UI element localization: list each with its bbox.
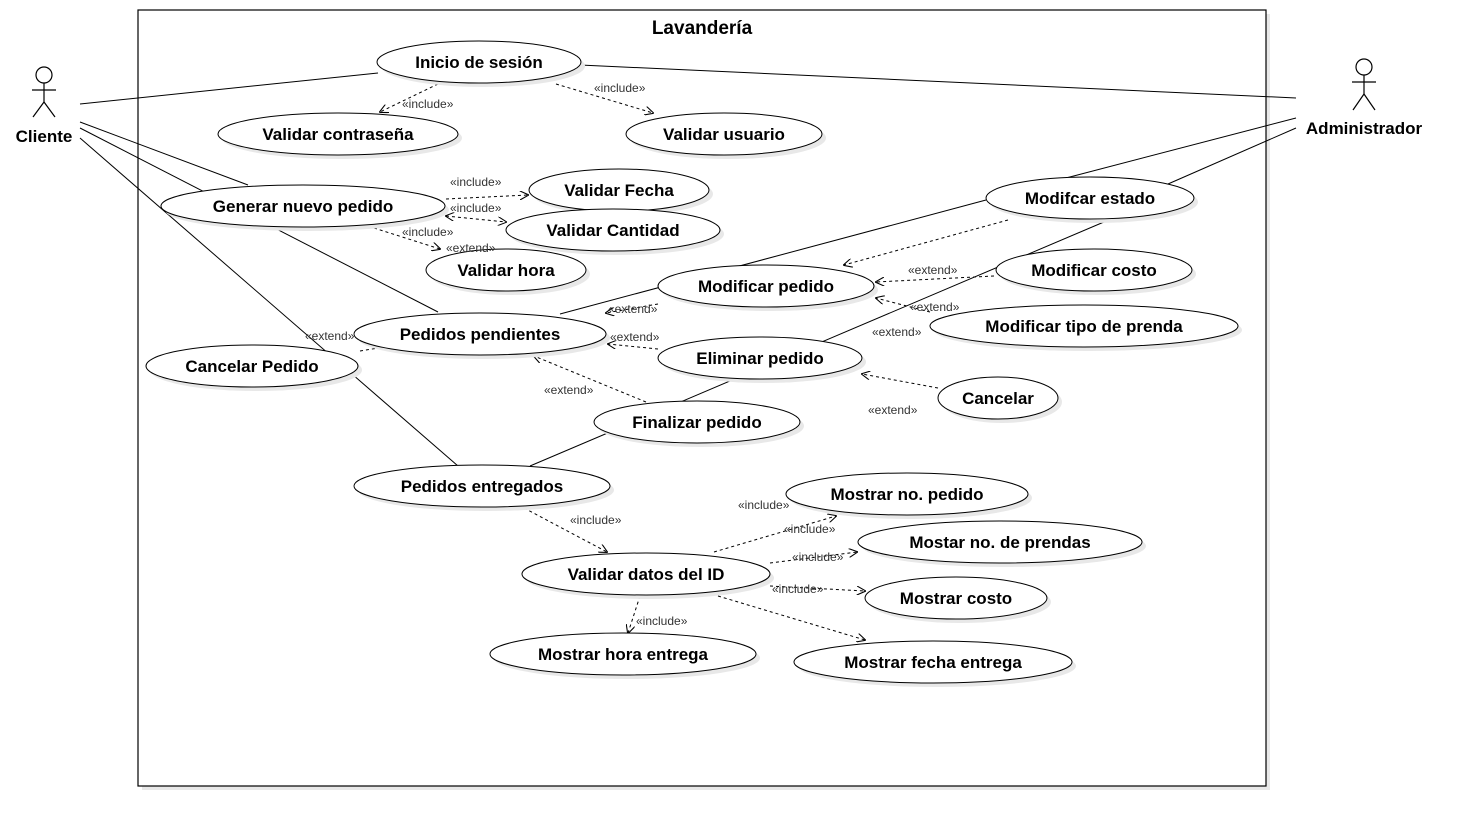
use-case-validar-fecha[interactable]: Validar Fecha <box>528 168 713 215</box>
extend-label: «extend» <box>305 329 355 343</box>
use-case-modificar-costo[interactable]: Modificar costo <box>995 248 1196 295</box>
include-label: «include» <box>450 175 502 189</box>
system-title: Lavandería <box>652 18 753 39</box>
use-case-generar-pedido[interactable]: Generar nuevo pedido <box>160 184 449 231</box>
include-line <box>769 552 857 564</box>
actor-label-administrador: Administrador <box>1306 119 1423 138</box>
use-case-eliminar-pedido[interactable]: Eliminar pedido <box>657 336 866 383</box>
use-case-label: Validar contraseña <box>262 125 414 144</box>
use-case-modificar-tipo-prenda[interactable]: Modificar tipo de prenda <box>929 304 1242 351</box>
use-case-label: Eliminar pedido <box>696 349 824 368</box>
use-case-label: Mostrar costo <box>900 589 1012 608</box>
extend-line <box>844 219 1009 265</box>
extend-label: «extend» <box>608 302 658 316</box>
use-case-cancelar-pedido[interactable]: Cancelar Pedido <box>145 344 362 391</box>
use-case-finalizar-pedido[interactable]: Finalizar pedido <box>593 400 804 447</box>
extend-line <box>534 356 647 403</box>
use-case-modificar-estado[interactable]: Modifcar estado <box>985 176 1198 223</box>
extend-label: «extend» <box>446 241 496 255</box>
association-line <box>79 137 459 467</box>
association-line <box>579 64 1297 99</box>
include-label: «include» <box>570 513 622 527</box>
include-label: «include» <box>402 97 454 111</box>
use-case-pedidos-pendientes[interactable]: Pedidos pendientes <box>353 312 610 359</box>
association-line <box>79 72 379 105</box>
use-case-label: Modificar costo <box>1031 261 1157 280</box>
include-line <box>380 83 439 112</box>
use-case-label: Validar Cantidad <box>546 221 679 240</box>
use-case-label: Cancelar Pedido <box>185 357 318 376</box>
use-case-label: Cancelar <box>962 389 1034 408</box>
extend-label: «extend» <box>610 330 660 344</box>
use-case-label: Modificar pedido <box>698 277 834 296</box>
use-case-label: Validar datos del ID <box>568 565 725 584</box>
dependencies <box>359 83 1009 640</box>
actor-head-icon <box>35 66 53 84</box>
stereotype-labels: «include» «include» «include» «include» … <box>305 81 960 628</box>
extend-line <box>862 374 939 389</box>
extend-label: «extend» <box>544 383 594 397</box>
include-label: «include» <box>784 522 836 536</box>
use-case-mostrar-costo[interactable]: Mostrar costo <box>864 576 1051 623</box>
use-case-inicio-sesion[interactable]: Inicio de sesión <box>376 40 585 87</box>
extend-line <box>608 344 659 350</box>
actor-head-icon <box>1355 58 1373 76</box>
include-label: «include» <box>772 582 824 596</box>
include-label: «include» <box>450 201 502 215</box>
use-case-validar-hora[interactable]: Validar hora <box>425 248 590 295</box>
extend-label: «extend» <box>872 325 922 339</box>
use-case-label: Finalizar pedido <box>632 413 761 432</box>
use-case-label: Mostrar no. pedido <box>831 485 984 504</box>
include-line <box>523 507 607 552</box>
association-line <box>559 199 987 315</box>
actor-administrador[interactable] <box>1352 58 1376 111</box>
use-case-label: Generar nuevo pedido <box>213 197 393 216</box>
include-line <box>445 195 528 199</box>
use-case-label: Validar hora <box>457 261 555 280</box>
include-label: «include» <box>636 614 688 628</box>
include-label: «include» <box>738 498 790 512</box>
use-case-validar-cantidad[interactable]: Validar Cantidad <box>505 208 724 255</box>
extend-label: «extend» <box>908 263 958 277</box>
include-line <box>769 585 865 591</box>
use-case-label: Pedidos pendientes <box>400 325 561 344</box>
association-line <box>79 121 249 186</box>
extend-label: «extend» <box>868 403 918 417</box>
use-case-pedidos-entregados[interactable]: Pedidos entregados <box>353 464 614 511</box>
use-case-label: Mostar no. de prendas <box>909 533 1090 552</box>
use-case-modificar-pedido[interactable]: Modificar pedido <box>657 264 878 311</box>
use-case-label: Modifcar estado <box>1025 189 1155 208</box>
use-case-label: Pedidos entregados <box>401 477 563 496</box>
extend-label: «extend» <box>910 300 960 314</box>
include-line <box>555 83 653 113</box>
use-case-label: Mostrar hora entrega <box>538 645 709 664</box>
use-case-cancelar[interactable]: Cancelar <box>937 376 1062 423</box>
use-case-mostrar-hora-entrega[interactable]: Mostrar hora entrega <box>489 632 760 679</box>
include-label: «include» <box>594 81 646 95</box>
association-line <box>1065 117 1297 179</box>
use-case-label: Validar Fecha <box>564 181 674 200</box>
association-line <box>1167 127 1297 185</box>
actor-cliente[interactable] <box>32 66 56 118</box>
extend-line <box>606 303 659 313</box>
include-line <box>446 216 506 222</box>
use-case-label: Inicio de sesión <box>415 53 543 72</box>
use-case-label: Validar usuario <box>663 125 785 144</box>
actor-label-cliente: Cliente <box>16 127 73 146</box>
extend-line <box>876 275 995 282</box>
include-label: «include» <box>792 550 844 564</box>
use-case-mostrar-fecha-entrega[interactable]: Mostrar fecha entrega <box>793 640 1076 687</box>
use-case-validar-usuario[interactable]: Validar usuario <box>625 112 826 159</box>
use-case-label: Modificar tipo de prenda <box>985 317 1183 336</box>
include-label: «include» <box>402 225 454 239</box>
use-case-validar-contrasena[interactable]: Validar contraseña <box>217 112 462 159</box>
use-case-validar-datos-id[interactable]: Validar datos del ID <box>521 552 774 599</box>
use-case-label: Mostrar fecha entrega <box>844 653 1022 672</box>
include-line <box>628 595 641 633</box>
include-line <box>717 595 865 640</box>
use-case-mostrar-no-pedido[interactable]: Mostrar no. pedido <box>785 472 1032 519</box>
use-case-mostar-no-prendas[interactable]: Mostar no. de prendas <box>857 520 1146 567</box>
